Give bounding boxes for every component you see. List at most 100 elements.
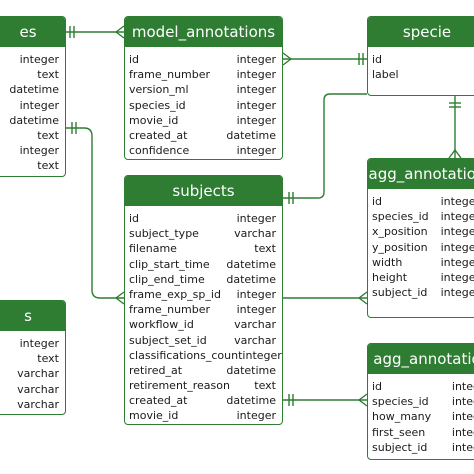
table-row: integer — [0, 336, 65, 351]
table-header: specie — [368, 17, 474, 47]
column-type: integer — [19, 337, 59, 350]
column-name: subject_id — [372, 440, 428, 454]
column-type: datetime — [226, 257, 276, 271]
column-type: integer — [19, 98, 59, 112]
column-name: classifications_count — [129, 348, 243, 362]
column-type: integer — [236, 212, 276, 225]
rel-subjects-agg-clip-crow — [358, 393, 368, 407]
column-type: integ — [451, 380, 474, 393]
column-type: integ — [451, 395, 474, 409]
table-header: agg_annotatio — [368, 344, 474, 374]
rel-model-species-crow — [282, 52, 292, 66]
column-type: integer — [236, 409, 276, 423]
column-name: id — [129, 212, 140, 225]
column-name: first_seen — [372, 425, 426, 439]
table-rows: idintegspecies_idinteghow_manyintegfirst… — [368, 374, 474, 459]
table-row: heightinteger — [368, 270, 474, 285]
column-type: datetime — [9, 113, 59, 127]
column-type: integer — [440, 210, 474, 224]
column-name: x_position — [372, 225, 428, 239]
table-row: integer — [0, 98, 65, 113]
column-type: integer — [236, 98, 276, 112]
column-name: subject_id — [372, 286, 428, 300]
column-name: how_many — [372, 410, 432, 424]
column-name: frame_exp_sp_id — [129, 287, 221, 301]
column-name: width — [372, 255, 403, 269]
rel-subjects-agg-frame-crow — [358, 291, 368, 305]
table-row: text — [0, 351, 65, 366]
column-type: integer — [242, 348, 282, 362]
column-type: integer — [440, 255, 474, 269]
column-type: integer — [236, 113, 276, 127]
table-row: subject_id integ — [368, 440, 474, 455]
column-type: integ — [451, 425, 474, 439]
column-name: created_at — [129, 128, 188, 142]
table-row: varchar — [0, 397, 65, 412]
column-type: text — [254, 379, 276, 393]
column-type: datetime — [226, 363, 276, 377]
column-type: integer — [236, 53, 276, 66]
column-type: text — [37, 68, 59, 82]
rel-lefttop-subjects — [66, 127, 124, 299]
column-name: filename — [129, 242, 177, 256]
column-name: version_ml — [129, 83, 189, 97]
column-name: label — [372, 68, 399, 82]
table-row: text — [0, 128, 65, 143]
column-type: varchar — [17, 397, 59, 411]
column-type: integ — [451, 440, 474, 454]
table-row: species_id integer — [125, 98, 282, 113]
column-type: datetime — [226, 128, 276, 142]
column-type: integer — [236, 144, 276, 158]
column-type: integer — [440, 225, 474, 239]
table-row: first_seen integ — [368, 425, 474, 440]
column-name: subject_set_id — [129, 333, 207, 347]
table-header: model_annotations — [125, 17, 282, 47]
table-rows: idintegerspecies_idintegerx_positioninte… — [368, 189, 474, 304]
column-name: workflow_id — [129, 318, 194, 332]
column-type: datetime — [226, 394, 276, 408]
column-type: integer — [19, 144, 59, 158]
rel-lefttop-model-crow — [115, 25, 125, 39]
column-name: clip_start_time — [129, 257, 210, 271]
table-agg-annotations-frame: agg_annotationidintegerspecies_idinteger… — [367, 158, 474, 318]
column-type: text — [37, 159, 59, 173]
rel-subjects-species — [283, 93, 367, 199]
table-row: datetime — [0, 113, 65, 128]
column-name: species_id — [129, 98, 186, 112]
column-name: species_id — [372, 395, 429, 409]
table-header: s — [0, 301, 65, 331]
column-type: integer — [236, 68, 276, 82]
column-type: text — [37, 128, 59, 142]
column-type: datetime — [9, 83, 59, 97]
column-type: integer — [440, 270, 474, 284]
column-name: frame_number — [129, 68, 211, 82]
rel-species-agg-frame-crow — [448, 149, 462, 159]
column-name: retired_at — [129, 363, 183, 377]
column-type: varchar — [234, 227, 276, 241]
column-type: integer — [236, 83, 276, 97]
column-name: subject_type — [129, 227, 199, 241]
table-row: x_position integer — [368, 224, 474, 239]
column-type: datetime — [226, 272, 276, 286]
table-agg-annotations-clip: agg_annotatioidintegspecies_idinteghow_m… — [367, 343, 474, 460]
table-row: how_manyinteg — [368, 409, 474, 424]
table-header: agg_annotation — [368, 159, 474, 189]
